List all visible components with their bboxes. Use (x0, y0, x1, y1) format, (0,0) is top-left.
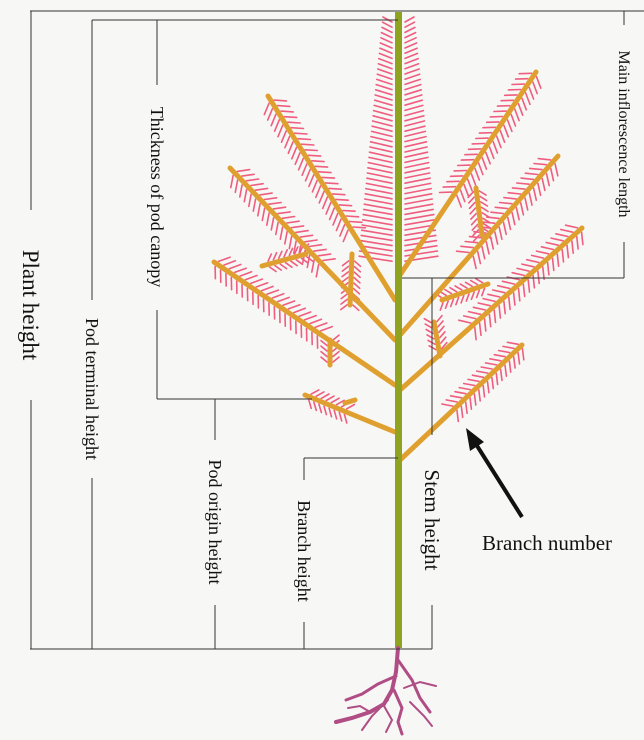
pod-terminal-height-label: Pod terminal height (82, 318, 102, 460)
twig-5 (476, 188, 482, 235)
root-system (336, 648, 436, 734)
twig-7 (434, 322, 440, 356)
main-inflorescence-length-label: Main inflorescence length (615, 50, 632, 217)
twig-2 (350, 254, 352, 305)
branch-right-1 (400, 72, 536, 275)
plant-height-label: Plant height (18, 250, 43, 361)
stem-height-label: Stem height (420, 470, 444, 571)
thickness-of-pod-canopy-label: Thickness of pod canopy (147, 107, 167, 287)
branch-number-label: Branch number (482, 531, 612, 555)
branch-left-2 (230, 168, 395, 340)
branch-right-4 (400, 345, 522, 460)
main-stem (395, 12, 402, 648)
branch-height-label: Branch height (294, 500, 314, 601)
pod-origin-height-label: Pod origin height (205, 460, 225, 585)
twig-4 (345, 400, 355, 403)
branch-number-arrow (466, 428, 522, 517)
branch-left-3 (214, 262, 395, 385)
